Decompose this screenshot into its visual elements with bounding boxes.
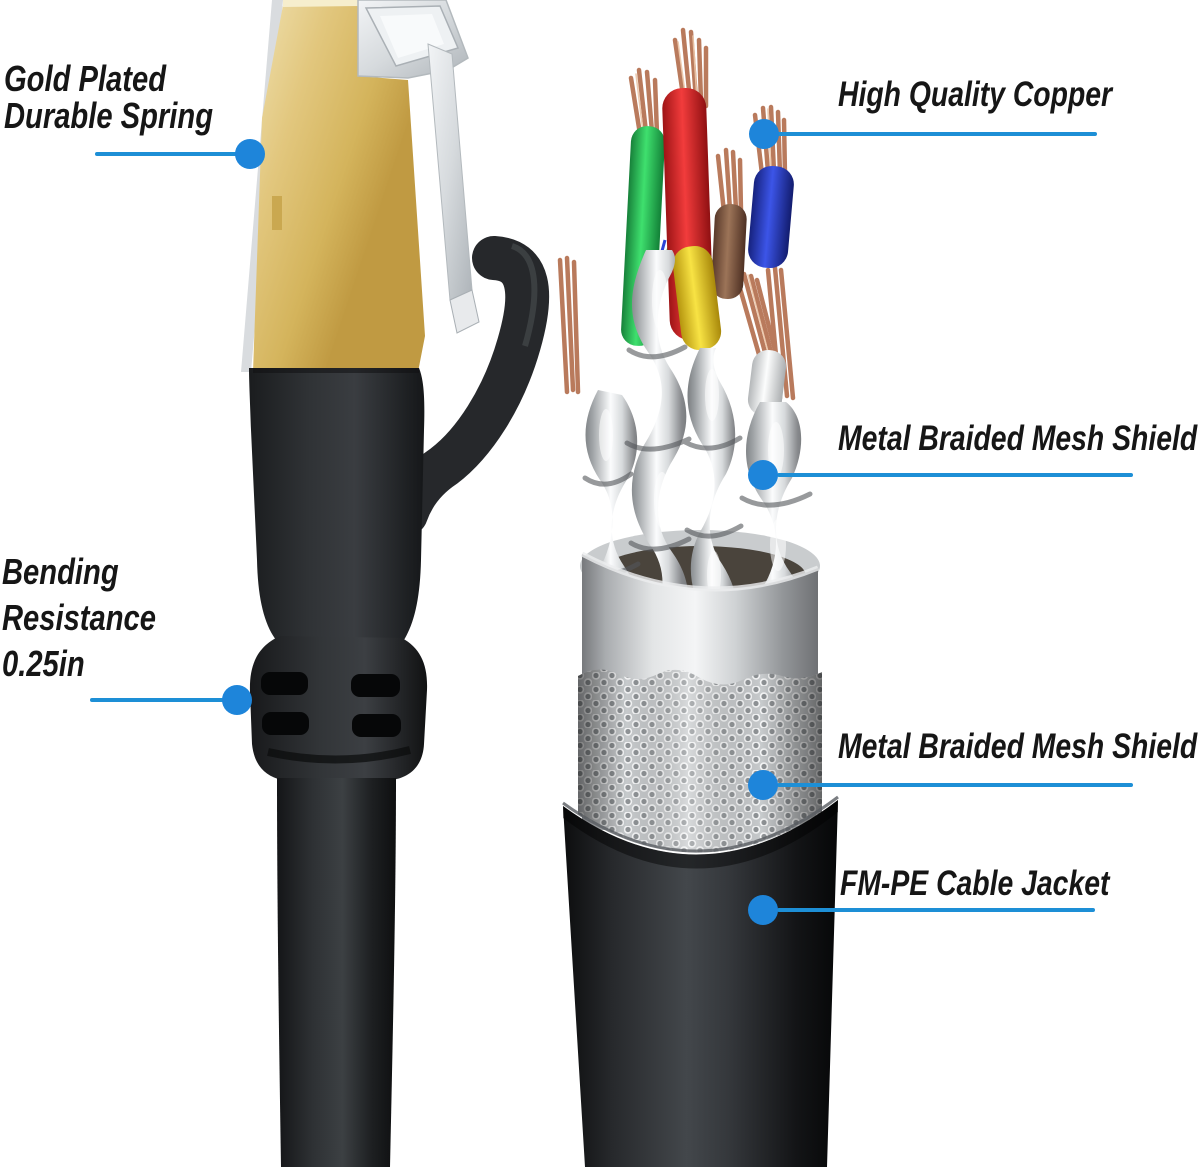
lead-line bbox=[777, 783, 1133, 787]
lead-line bbox=[95, 152, 251, 156]
cable-cutaway bbox=[557, 27, 839, 1167]
lead-line bbox=[777, 132, 1097, 136]
braided-mesh-shield bbox=[578, 669, 822, 853]
boot-vents bbox=[261, 672, 401, 737]
connector-body bbox=[249, 368, 425, 648]
callout-label-jacket: FM-PE Cable Jacket bbox=[840, 864, 1110, 903]
callout-dot-icon bbox=[222, 685, 252, 715]
left-cable bbox=[277, 778, 396, 1167]
clear-latch-spring bbox=[427, 43, 473, 301]
latch-hook bbox=[384, 236, 550, 536]
insulated-wires bbox=[621, 87, 794, 416]
callout-dot-icon bbox=[235, 139, 265, 169]
outer-jacket bbox=[562, 795, 839, 1167]
callout-dot-icon bbox=[749, 119, 779, 149]
lead-line bbox=[777, 473, 1133, 477]
gold-contact-shell bbox=[253, 0, 425, 372]
callout-label-bending: Bending Resistance 0.25in bbox=[2, 551, 156, 684]
callout-dot-icon bbox=[748, 895, 778, 925]
lead-line bbox=[90, 698, 238, 702]
callout-label-mesh-lower: Metal Braided Mesh Shield bbox=[838, 727, 1198, 766]
callout-dot-icon bbox=[748, 770, 778, 800]
rj45-connector bbox=[241, 0, 550, 1167]
callout-label-copper: High Quality Copper bbox=[838, 75, 1113, 114]
callout-dot-icon bbox=[748, 460, 778, 490]
lead-line bbox=[777, 908, 1095, 912]
callout-label-mesh-upper: Metal Braided Mesh Shield bbox=[838, 419, 1198, 458]
callout-label-gold-spring: Gold Plated Durable Spring bbox=[4, 58, 214, 136]
